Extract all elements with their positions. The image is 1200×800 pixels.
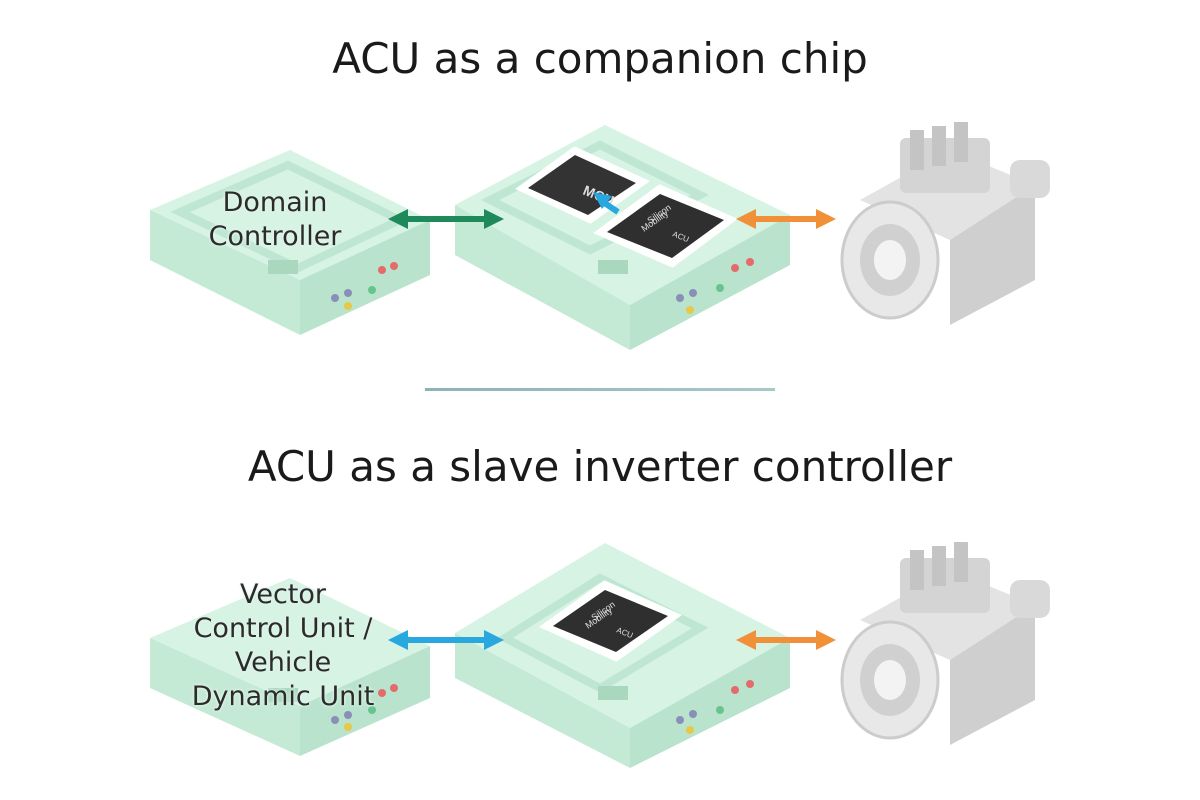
electric-motor-icon-2 bbox=[840, 542, 1050, 745]
blue-double-arrow bbox=[388, 630, 504, 650]
vector-control-label: Vector Control Unit / Vehicle Dynamic Un… bbox=[172, 578, 394, 714]
electric-motor-icon bbox=[840, 122, 1050, 325]
slave-inverter-illustration: Silicon Mobility ACU bbox=[150, 542, 1050, 768]
companion-chip-illustration: MCU Silicon Mobility ACU bbox=[150, 122, 1050, 350]
left-label-2-line1: Vector bbox=[239, 579, 327, 610]
section1-title: ACU as a companion chip bbox=[332, 34, 868, 83]
domain-controller-board bbox=[150, 150, 430, 335]
vehicle-controller-board bbox=[150, 578, 430, 756]
section-divider bbox=[425, 388, 775, 391]
acu-chip: Silicon Mobility ACU bbox=[593, 184, 738, 268]
left-label-2-line3: Vehicle bbox=[234, 647, 332, 678]
domain-controller-label: Domain Controller bbox=[190, 186, 360, 254]
section2-title: ACU as a slave inverter controller bbox=[247, 442, 953, 491]
orange-double-arrow bbox=[736, 209, 836, 229]
left-label-2-line2: Control Unit / bbox=[193, 613, 373, 644]
left-label-2-line4: Dynamic Unit bbox=[191, 681, 375, 712]
left-label-line2: Controller bbox=[208, 221, 342, 252]
orange-double-arrow-2 bbox=[736, 630, 836, 650]
mcu-chip: MCU bbox=[515, 146, 650, 224]
blue-arrow bbox=[593, 192, 620, 215]
green-double-arrow bbox=[388, 209, 504, 229]
left-label-line1: Domain bbox=[222, 187, 328, 218]
companion-chip-diagram: MCU Silicon Mobility ACU bbox=[0, 110, 1200, 370]
acu-chip-2: Silicon Mobility ACU bbox=[538, 580, 683, 662]
slave-inverter-diagram: Silicon Mobility ACU Vector bbox=[0, 528, 1200, 788]
